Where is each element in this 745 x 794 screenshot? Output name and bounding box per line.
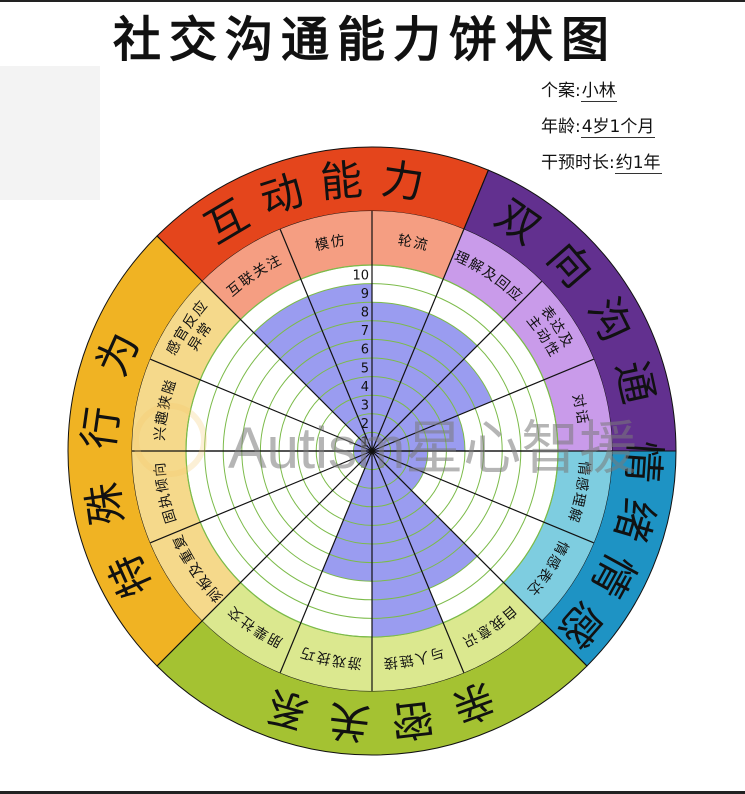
value-wedge xyxy=(354,437,372,451)
subcategory-band xyxy=(280,211,372,280)
subcategory-band xyxy=(503,522,594,621)
subcategory-label-text: 对话 xyxy=(569,393,589,427)
tick-label: 8 xyxy=(361,306,369,321)
info-label: 干预时长: xyxy=(541,153,615,173)
info-label: 年龄: xyxy=(541,117,581,137)
tick-label: 2 xyxy=(361,417,369,432)
sector-divider xyxy=(150,450,373,544)
info-label: 个案: xyxy=(541,81,581,101)
subcategory-band xyxy=(280,622,372,691)
value-wedge xyxy=(372,451,444,637)
tick-label: 6 xyxy=(361,343,369,358)
tick-label: 7 xyxy=(361,324,369,339)
value-wedge xyxy=(307,283,372,451)
info-age: 年龄:4岁1个月 xyxy=(541,114,662,150)
tick-label: 5 xyxy=(361,361,369,376)
subcategory-band xyxy=(150,522,241,621)
sector-divider xyxy=(201,280,373,452)
top-border xyxy=(0,0,745,2)
tick-label: 3 xyxy=(361,399,369,414)
sector-divider xyxy=(371,280,543,452)
info-case: 个案:小林 xyxy=(541,78,662,114)
subcategory-band xyxy=(543,451,612,543)
sector-divider xyxy=(371,450,543,622)
subcategory-band xyxy=(443,229,542,320)
sector-divider xyxy=(371,229,465,452)
subcategory-label: 轮流 xyxy=(397,233,431,255)
category-divider xyxy=(541,620,588,667)
tick-label: 1 xyxy=(361,436,369,451)
value-wedge xyxy=(253,296,372,451)
sector-divider xyxy=(279,450,373,673)
value-wedge xyxy=(372,451,424,491)
page-title: 社交沟通能力饼状图 xyxy=(112,12,617,68)
value-wedge xyxy=(358,451,372,469)
value-wedge xyxy=(354,451,372,465)
bottom-border xyxy=(0,791,745,794)
sector-divider xyxy=(279,229,373,452)
subcategory-band xyxy=(543,359,612,451)
info-value: 约1年 xyxy=(614,153,662,174)
value-wedge xyxy=(372,358,493,451)
sector-divider xyxy=(371,450,465,673)
subcategory-label-text: 模仿 xyxy=(314,233,346,255)
info-value: 小林 xyxy=(580,81,617,102)
subcategory-band xyxy=(372,211,464,280)
sector-divider xyxy=(371,358,594,452)
watermark-text: Autism星心智援 xyxy=(228,416,637,481)
subcategory-band xyxy=(372,622,464,691)
value-wedge xyxy=(322,451,372,582)
subcategory-label: 对话 xyxy=(569,393,591,427)
gray-panel xyxy=(0,66,100,200)
sector-divider xyxy=(201,450,373,622)
info-duration: 干预时长:约1年 xyxy=(541,150,662,186)
subcategory-band xyxy=(503,281,594,380)
subcategory-band xyxy=(202,582,301,673)
subcategory-label-text: 轮流 xyxy=(397,233,429,255)
info-value: 4岁1个月 xyxy=(580,117,656,138)
case-info: 个案:小林 年龄:4岁1个月 干预时长:约1年 xyxy=(541,78,662,186)
watermark-logo-icon xyxy=(133,403,207,477)
sector-divider xyxy=(371,450,594,544)
value-wedge xyxy=(372,302,429,451)
category-divider xyxy=(156,235,203,282)
subcategory-band xyxy=(132,359,201,451)
sector-divider xyxy=(150,358,373,452)
tick-label: 10 xyxy=(352,268,369,283)
category-divider xyxy=(463,169,489,230)
tick-label: 4 xyxy=(361,380,369,395)
subcategory-band xyxy=(443,582,542,673)
subcategory-band xyxy=(150,281,241,380)
subcategory-band xyxy=(132,451,201,543)
tick-label: 9 xyxy=(361,287,369,302)
subcategory-band xyxy=(202,229,301,320)
category-divider xyxy=(156,620,203,667)
subcategory-label: 模仿 xyxy=(314,233,348,255)
